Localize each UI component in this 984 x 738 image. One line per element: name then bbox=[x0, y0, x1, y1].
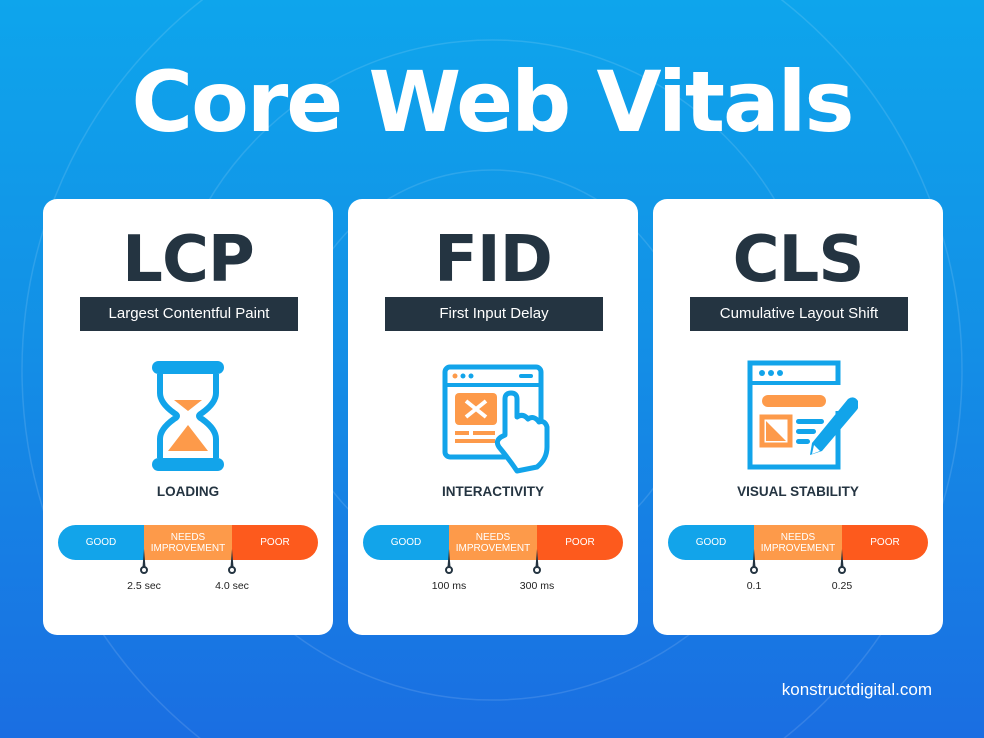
threshold-label: 300 ms bbox=[519, 580, 555, 592]
scale-poor: POOR bbox=[537, 525, 623, 560]
browser-click-icon bbox=[442, 364, 550, 474]
layout-edit-icon bbox=[747, 360, 858, 470]
card-cls: CLS Cumulative Layout Shift VISUAL STABI… bbox=[653, 199, 943, 635]
brand-url: konstructdigital.com bbox=[781, 680, 932, 699]
hourglass-icon bbox=[152, 361, 224, 471]
threshold-label: 0.25 bbox=[831, 580, 853, 592]
threshold-label: 4.0 sec bbox=[215, 580, 249, 592]
page-title: Core Web Vitals bbox=[131, 53, 855, 151]
threshold-label: 2.5 sec bbox=[127, 580, 161, 592]
threshold-marker-icon bbox=[750, 549, 758, 574]
threshold-label: 0.1 bbox=[746, 580, 762, 592]
threshold-marker-icon bbox=[140, 549, 148, 574]
threshold-marker-icon bbox=[445, 549, 453, 574]
metric-name: First Input Delay bbox=[385, 297, 603, 331]
card-fid: FID First Input Delay INTERACTIVITY GOOD… bbox=[348, 199, 638, 635]
metric-abbr: FID bbox=[434, 223, 553, 297]
metric-name: Largest Contentful Paint bbox=[80, 297, 298, 331]
metric-category: VISUAL STABILITY bbox=[737, 484, 859, 499]
scale-good: GOOD bbox=[58, 525, 144, 560]
metric-category: INTERACTIVITY bbox=[441, 484, 544, 499]
threshold-marker-icon bbox=[838, 549, 846, 574]
threshold-label: 100 ms bbox=[431, 580, 467, 592]
threshold-marker-icon bbox=[533, 549, 541, 574]
scale-poor: POOR bbox=[842, 525, 928, 560]
scale-poor: POOR bbox=[232, 525, 318, 560]
metric-category: LOADING bbox=[156, 484, 220, 499]
card-lcp: LCP Largest Contentful Paint LOADING GOO… bbox=[43, 199, 333, 635]
scale-good: GOOD bbox=[363, 525, 449, 560]
scale-good: GOOD bbox=[668, 525, 754, 560]
threshold-marker-icon bbox=[228, 549, 236, 574]
metric-abbr: LCP bbox=[122, 223, 255, 297]
metric-name: Cumulative Layout Shift bbox=[690, 297, 908, 331]
metric-abbr: CLS bbox=[732, 223, 865, 297]
